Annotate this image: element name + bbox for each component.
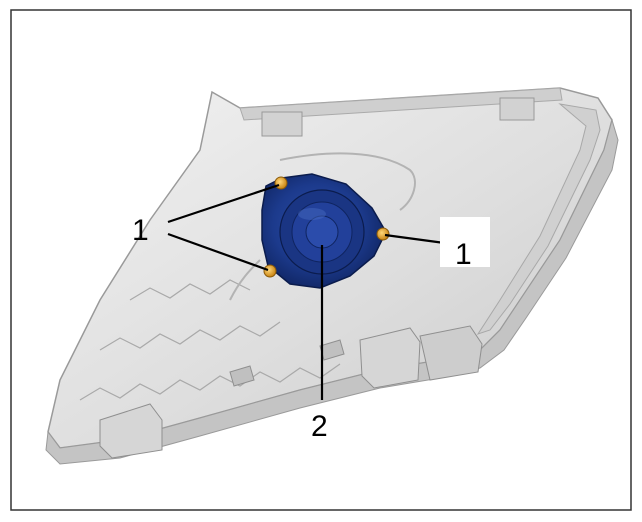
fastener-upper-left-icon	[274, 176, 288, 190]
fastener-lower-left-icon	[263, 264, 277, 278]
callout-fastener-upper-left: 1	[132, 214, 149, 247]
callout-speaker: 2	[311, 410, 328, 443]
leader-lines	[167, 183, 453, 400]
callout-right-background	[440, 217, 490, 267]
callout-fastener-right: 1	[455, 238, 472, 271]
speaker	[261, 173, 387, 289]
fastener-right-icon	[376, 227, 390, 241]
